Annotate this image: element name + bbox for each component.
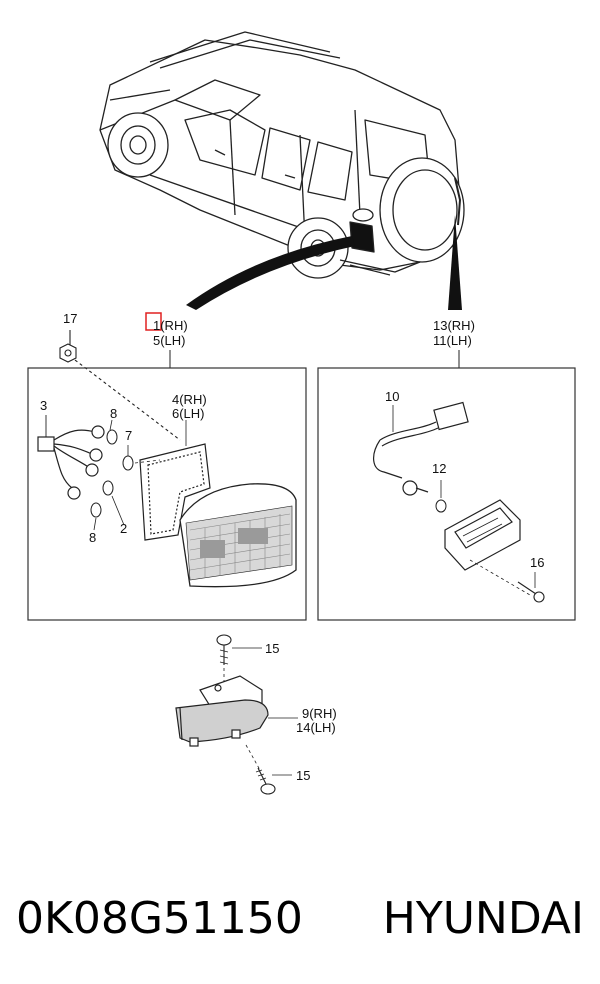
label-3: 3 xyxy=(40,398,47,413)
label-10: 10 xyxy=(385,389,399,404)
label-11-lh: 11(LH) xyxy=(433,333,472,348)
rear-reflector xyxy=(175,675,298,747)
label-7: 7 xyxy=(125,428,132,443)
leader-arrow-tail-lamp xyxy=(186,236,355,310)
label-15-top: 15 xyxy=(265,641,279,656)
parts-diagram: 17 1(RH) 5(LH) 13(RH) 11(LH) 3 8 7 4(RH)… xyxy=(27,31,576,795)
brand-name: HYUNDAI xyxy=(382,892,584,944)
bulb-icon xyxy=(90,419,161,531)
screw-icon-bottom xyxy=(245,744,292,795)
label-8-bottom: 8 xyxy=(89,530,96,545)
leader-arrow-license-lamp xyxy=(448,215,462,310)
label-15-bottom: 15 xyxy=(296,768,310,783)
nut-icon xyxy=(59,330,181,441)
label-14-lh: 14(LH) xyxy=(296,720,336,735)
gasket xyxy=(139,420,211,541)
part-number: 0K08G51150 xyxy=(16,892,303,944)
tail-lamp-lens xyxy=(179,483,297,588)
label-5-lh: 5(LH) xyxy=(153,333,186,348)
label-12: 12 xyxy=(432,461,446,476)
vehicle-illustration xyxy=(99,31,465,279)
license-lamp-wiring xyxy=(373,401,469,496)
label-9-rh: 9(RH) xyxy=(302,706,337,721)
label-17: 17 xyxy=(63,311,77,326)
bulb-icon-license xyxy=(435,480,447,513)
highlight-box xyxy=(145,312,162,331)
license-lamp-housing xyxy=(444,499,531,596)
tail-lamp-panel xyxy=(27,367,307,621)
label-1-rh: 1(RH) xyxy=(153,318,188,333)
footer-caption: 0K08G51150 HYUNDAI xyxy=(0,868,600,968)
label-8-top: 8 xyxy=(110,406,117,421)
label-16: 16 xyxy=(530,555,544,570)
label-2: 2 xyxy=(120,521,127,536)
screw-icon-license xyxy=(517,572,545,603)
license-lamp-panel xyxy=(317,367,576,621)
label-13-rh: 13(RH) xyxy=(433,318,475,333)
wiring-harness xyxy=(37,415,105,500)
label-4-rh: 4(RH) xyxy=(172,392,207,407)
label-6-lh: 6(LH) xyxy=(172,406,205,421)
